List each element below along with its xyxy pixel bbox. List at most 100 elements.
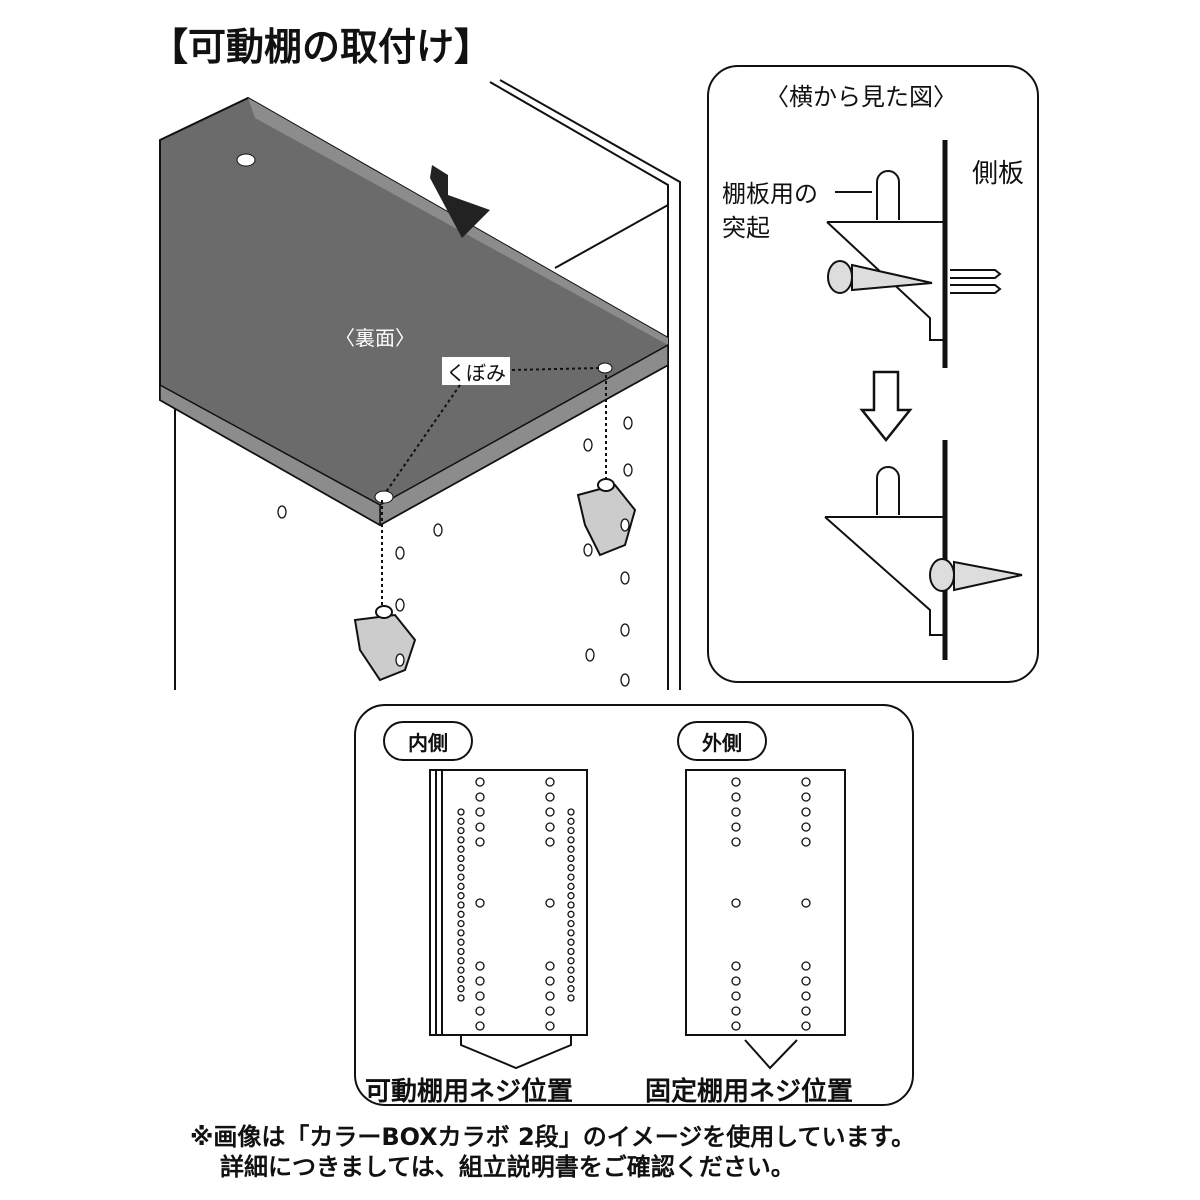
hole (801, 976, 811, 986)
hole (545, 807, 555, 817)
outer-label: 外側 (702, 731, 742, 755)
hole (583, 543, 593, 557)
side-view-title: 〈横から見た図〉 (765, 83, 957, 111)
hole (731, 991, 741, 1001)
bracket-after (824, 440, 1023, 660)
hole (801, 777, 811, 787)
hole (545, 1006, 555, 1016)
hole (731, 898, 741, 908)
hole (395, 653, 405, 667)
hole (567, 864, 575, 872)
hole (567, 901, 575, 909)
hole (567, 947, 575, 956)
hole (457, 808, 465, 816)
hole (801, 991, 811, 1001)
hole (475, 837, 485, 847)
hole (620, 673, 630, 687)
diagram-title: 【可動棚の取付け】 (150, 25, 492, 69)
panel-view-box (354, 704, 914, 1106)
shelf-dowel-bracket (353, 478, 637, 682)
hole (801, 1006, 811, 1016)
hole (545, 777, 555, 787)
hole (801, 961, 811, 971)
hole (731, 961, 741, 971)
hole (457, 892, 465, 900)
hole (567, 882, 575, 891)
hole (731, 1021, 741, 1031)
hole (395, 598, 405, 612)
hole (620, 518, 630, 532)
hole (567, 892, 575, 900)
outer-panel (685, 769, 846, 1036)
side-panel-label: 側板 (972, 159, 1024, 189)
hole (545, 1021, 555, 1031)
hole (457, 901, 465, 909)
hole (545, 792, 555, 802)
hole (567, 873, 575, 881)
protrusion-label-1: 棚板用の (722, 180, 818, 208)
hole (457, 975, 465, 984)
hole (567, 808, 575, 816)
hole (731, 792, 741, 802)
hole (545, 961, 555, 971)
hole (457, 947, 465, 956)
hole (567, 845, 575, 853)
hole (801, 792, 811, 802)
hole (567, 957, 575, 965)
hole (457, 938, 465, 946)
hole (585, 648, 595, 662)
shelf-board (159, 96, 669, 527)
hole (545, 822, 555, 832)
down-outline-arrow-icon (859, 370, 913, 443)
inner-panel (429, 769, 588, 1036)
hole (475, 1021, 485, 1031)
hole (567, 929, 575, 937)
hole (277, 505, 287, 519)
hole (801, 1021, 811, 1031)
hole (545, 837, 555, 847)
hole (545, 976, 555, 986)
hole (475, 976, 485, 986)
inner-badge (383, 721, 473, 761)
leader-lines (381, 367, 607, 605)
outer-badge (677, 721, 767, 761)
hole (620, 571, 630, 585)
hole (475, 792, 485, 802)
hole (731, 976, 741, 986)
hole (457, 845, 465, 853)
hole (731, 807, 741, 817)
hole (567, 966, 575, 974)
hole (567, 938, 575, 946)
hole (731, 1006, 741, 1016)
hole (583, 438, 593, 452)
hole (731, 777, 741, 787)
hole (620, 623, 630, 637)
hole (475, 961, 485, 971)
movable-screw-label: 可動棚用ネジ位置 (365, 1076, 573, 1107)
hole (457, 929, 465, 937)
down-arrow-icon (430, 165, 490, 238)
hole (567, 994, 575, 1002)
hole (457, 817, 465, 825)
hole (475, 991, 485, 1001)
hole (457, 966, 465, 974)
hole (457, 957, 465, 965)
hole (457, 826, 465, 835)
hole (457, 854, 465, 863)
hole (457, 882, 465, 891)
cabinet-holes (277, 416, 633, 687)
hole (801, 837, 811, 847)
hole (623, 463, 633, 477)
side-view-box (707, 65, 1039, 683)
hole (475, 898, 485, 908)
hole (457, 919, 465, 928)
hole (801, 822, 811, 832)
footnote-line-1: ※画像は「カラーBOXカラボ 2段」のイメージを使用しています。 (190, 1123, 915, 1151)
fixed-screw-label: 固定棚用ネジ位置 (645, 1076, 853, 1107)
hole (801, 807, 811, 817)
hole (567, 826, 575, 835)
hole (567, 919, 575, 928)
hole (457, 985, 465, 993)
hole (545, 898, 555, 908)
